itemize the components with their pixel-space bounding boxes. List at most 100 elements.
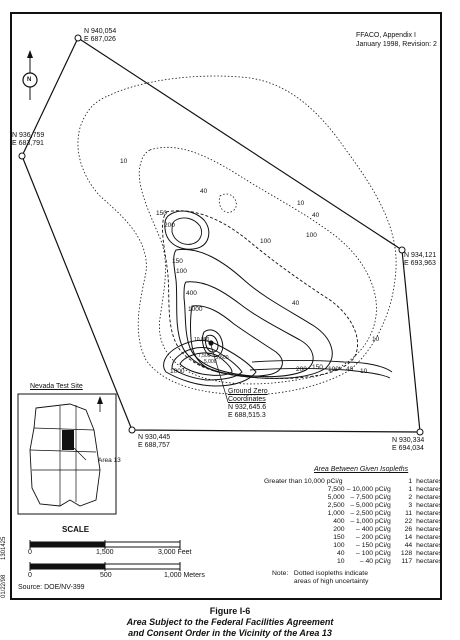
legend-title: Area Between Given Isopleths — [314, 466, 409, 473]
isopleth-1000-inner-a — [171, 347, 243, 381]
isopleth-1000-inner-b — [179, 352, 233, 376]
isopleth-label: 200 — [164, 222, 175, 229]
side-date: 01/22/98 — [1, 574, 7, 598]
isopleth-label: 150 — [312, 364, 323, 371]
isopleth-east-arm-b — [249, 368, 391, 379]
legend-range-to: – 10,000 pCi/g — [346, 486, 391, 493]
figure-number: Figure I-6 — [209, 606, 251, 616]
isopleth-label: 100 — [260, 238, 271, 245]
coord-n: N 936,759 — [12, 132, 45, 139]
isopleth-label: 100 — [328, 366, 339, 373]
legend-range-to: – 2,500 pCi/g — [350, 510, 391, 517]
boundary-polygon — [21, 37, 421, 433]
legend-unit: hectares — [416, 510, 443, 517]
legend-count: 128 — [400, 550, 413, 557]
scale-feet-label-1: 1,500 — [96, 549, 114, 556]
legend-count: 117 — [401, 558, 413, 565]
north-arrow-icon — [22, 50, 38, 100]
isopleth-label: 150 — [156, 210, 167, 217]
legend-unit: hectares — [416, 558, 443, 565]
legend-count: 2 — [408, 494, 413, 501]
source-label: Source: DOE/NV-399 — [18, 584, 85, 591]
north-arrow-label: N — [27, 77, 32, 83]
scale-meters-label-0: 0 — [28, 572, 32, 579]
legend-count: 44 — [404, 542, 413, 549]
isopleth-label: 10 — [297, 200, 305, 207]
isopleth-label: 1000 — [170, 368, 185, 375]
legend-unit: hectares — [416, 502, 443, 509]
isopleth-label: 400 — [186, 290, 197, 297]
legend-count: 11 — [405, 510, 413, 517]
figure-caption-line-1: Area Subject to the Federal Facilities A… — [126, 617, 334, 627]
isopleth-label: 10 — [120, 158, 128, 165]
boundary-vertex-2 — [18, 152, 26, 160]
isopleth-40 — [138, 146, 377, 385]
coord-e: E 693,963 — [404, 260, 436, 267]
scale-bar-meters — [29, 562, 181, 571]
isopleth-150 — [173, 248, 333, 379]
figure-caption-line-2: and Consent Order in the Vicinity of the… — [128, 628, 332, 638]
coord-n: N 940,054 — [84, 28, 117, 35]
header-line-1: FFACO, Appendix I — [356, 32, 416, 39]
coord-n: N 934,121 — [404, 252, 437, 259]
legend-count: 1 — [408, 478, 413, 485]
coord-e: E 683,791 — [12, 140, 44, 147]
inset-title: Nevada Test Site — [30, 383, 83, 390]
legend-unit: hectares — [416, 518, 443, 525]
scale-title: SCALE — [62, 525, 90, 534]
legend-count: 14 — [404, 534, 413, 541]
gz-e: E 688,515.3 — [228, 412, 266, 419]
legend-range-from: 150 — [333, 534, 345, 541]
legend-unit: hectares — [416, 542, 443, 549]
legend-count: 3 — [408, 502, 413, 509]
isopleth-2500 — [202, 329, 224, 357]
legend-unit: hectares — [416, 534, 443, 541]
isopleth-loop-west — [164, 210, 210, 250]
note-text: Dotted isopleths indicate areas of high … — [293, 570, 369, 585]
scale-feet-label-2: 3,000 Feet — [158, 549, 192, 556]
legend-unit: hectares — [416, 486, 443, 493]
isopleth-400 — [190, 305, 283, 377]
legend-range-to: – 400 pCi/g — [356, 526, 391, 533]
isopleth-label: 10 — [360, 368, 368, 375]
legend-range-from: 5,000 — [327, 494, 345, 501]
legend-count: 26 — [404, 526, 413, 533]
coord-e: E 687,026 — [84, 36, 116, 43]
gz-n: N 932,645.6 — [228, 404, 267, 411]
isopleth-label: 10,000 — [194, 337, 210, 343]
isopleth-label: 40 — [312, 212, 320, 219]
coord-n: N 930,445 — [138, 434, 171, 441]
isopleth-200 — [183, 281, 314, 378]
legend-range-to: – 150 pCi/g — [356, 542, 391, 549]
legend-range-from: 400 — [333, 518, 345, 525]
ground-zero-marker — [208, 340, 214, 346]
gz-label-1: Ground Zero — [228, 388, 268, 395]
legend-unit: hectares — [416, 494, 443, 501]
isopleth-label: 40 — [200, 188, 208, 195]
boundary-vertex-5 — [128, 426, 136, 434]
isopleth-label: 200 — [296, 366, 307, 373]
isopleth-loop-west-inner — [171, 217, 203, 245]
legend-range-from: 2,500 — [327, 502, 345, 509]
legend-range-to: – 100 pCi/g — [356, 550, 391, 557]
map-frame — [10, 12, 442, 600]
legend-range-from: 1,000 — [327, 510, 345, 517]
legend-range-to: – 1,000 pCi/g — [350, 518, 391, 525]
isopleth-label: 100 — [176, 268, 187, 275]
isopleth-5000 — [204, 334, 219, 353]
isopleth-label: 10 — [372, 336, 380, 343]
coord-e: E 694,034 — [392, 445, 424, 452]
